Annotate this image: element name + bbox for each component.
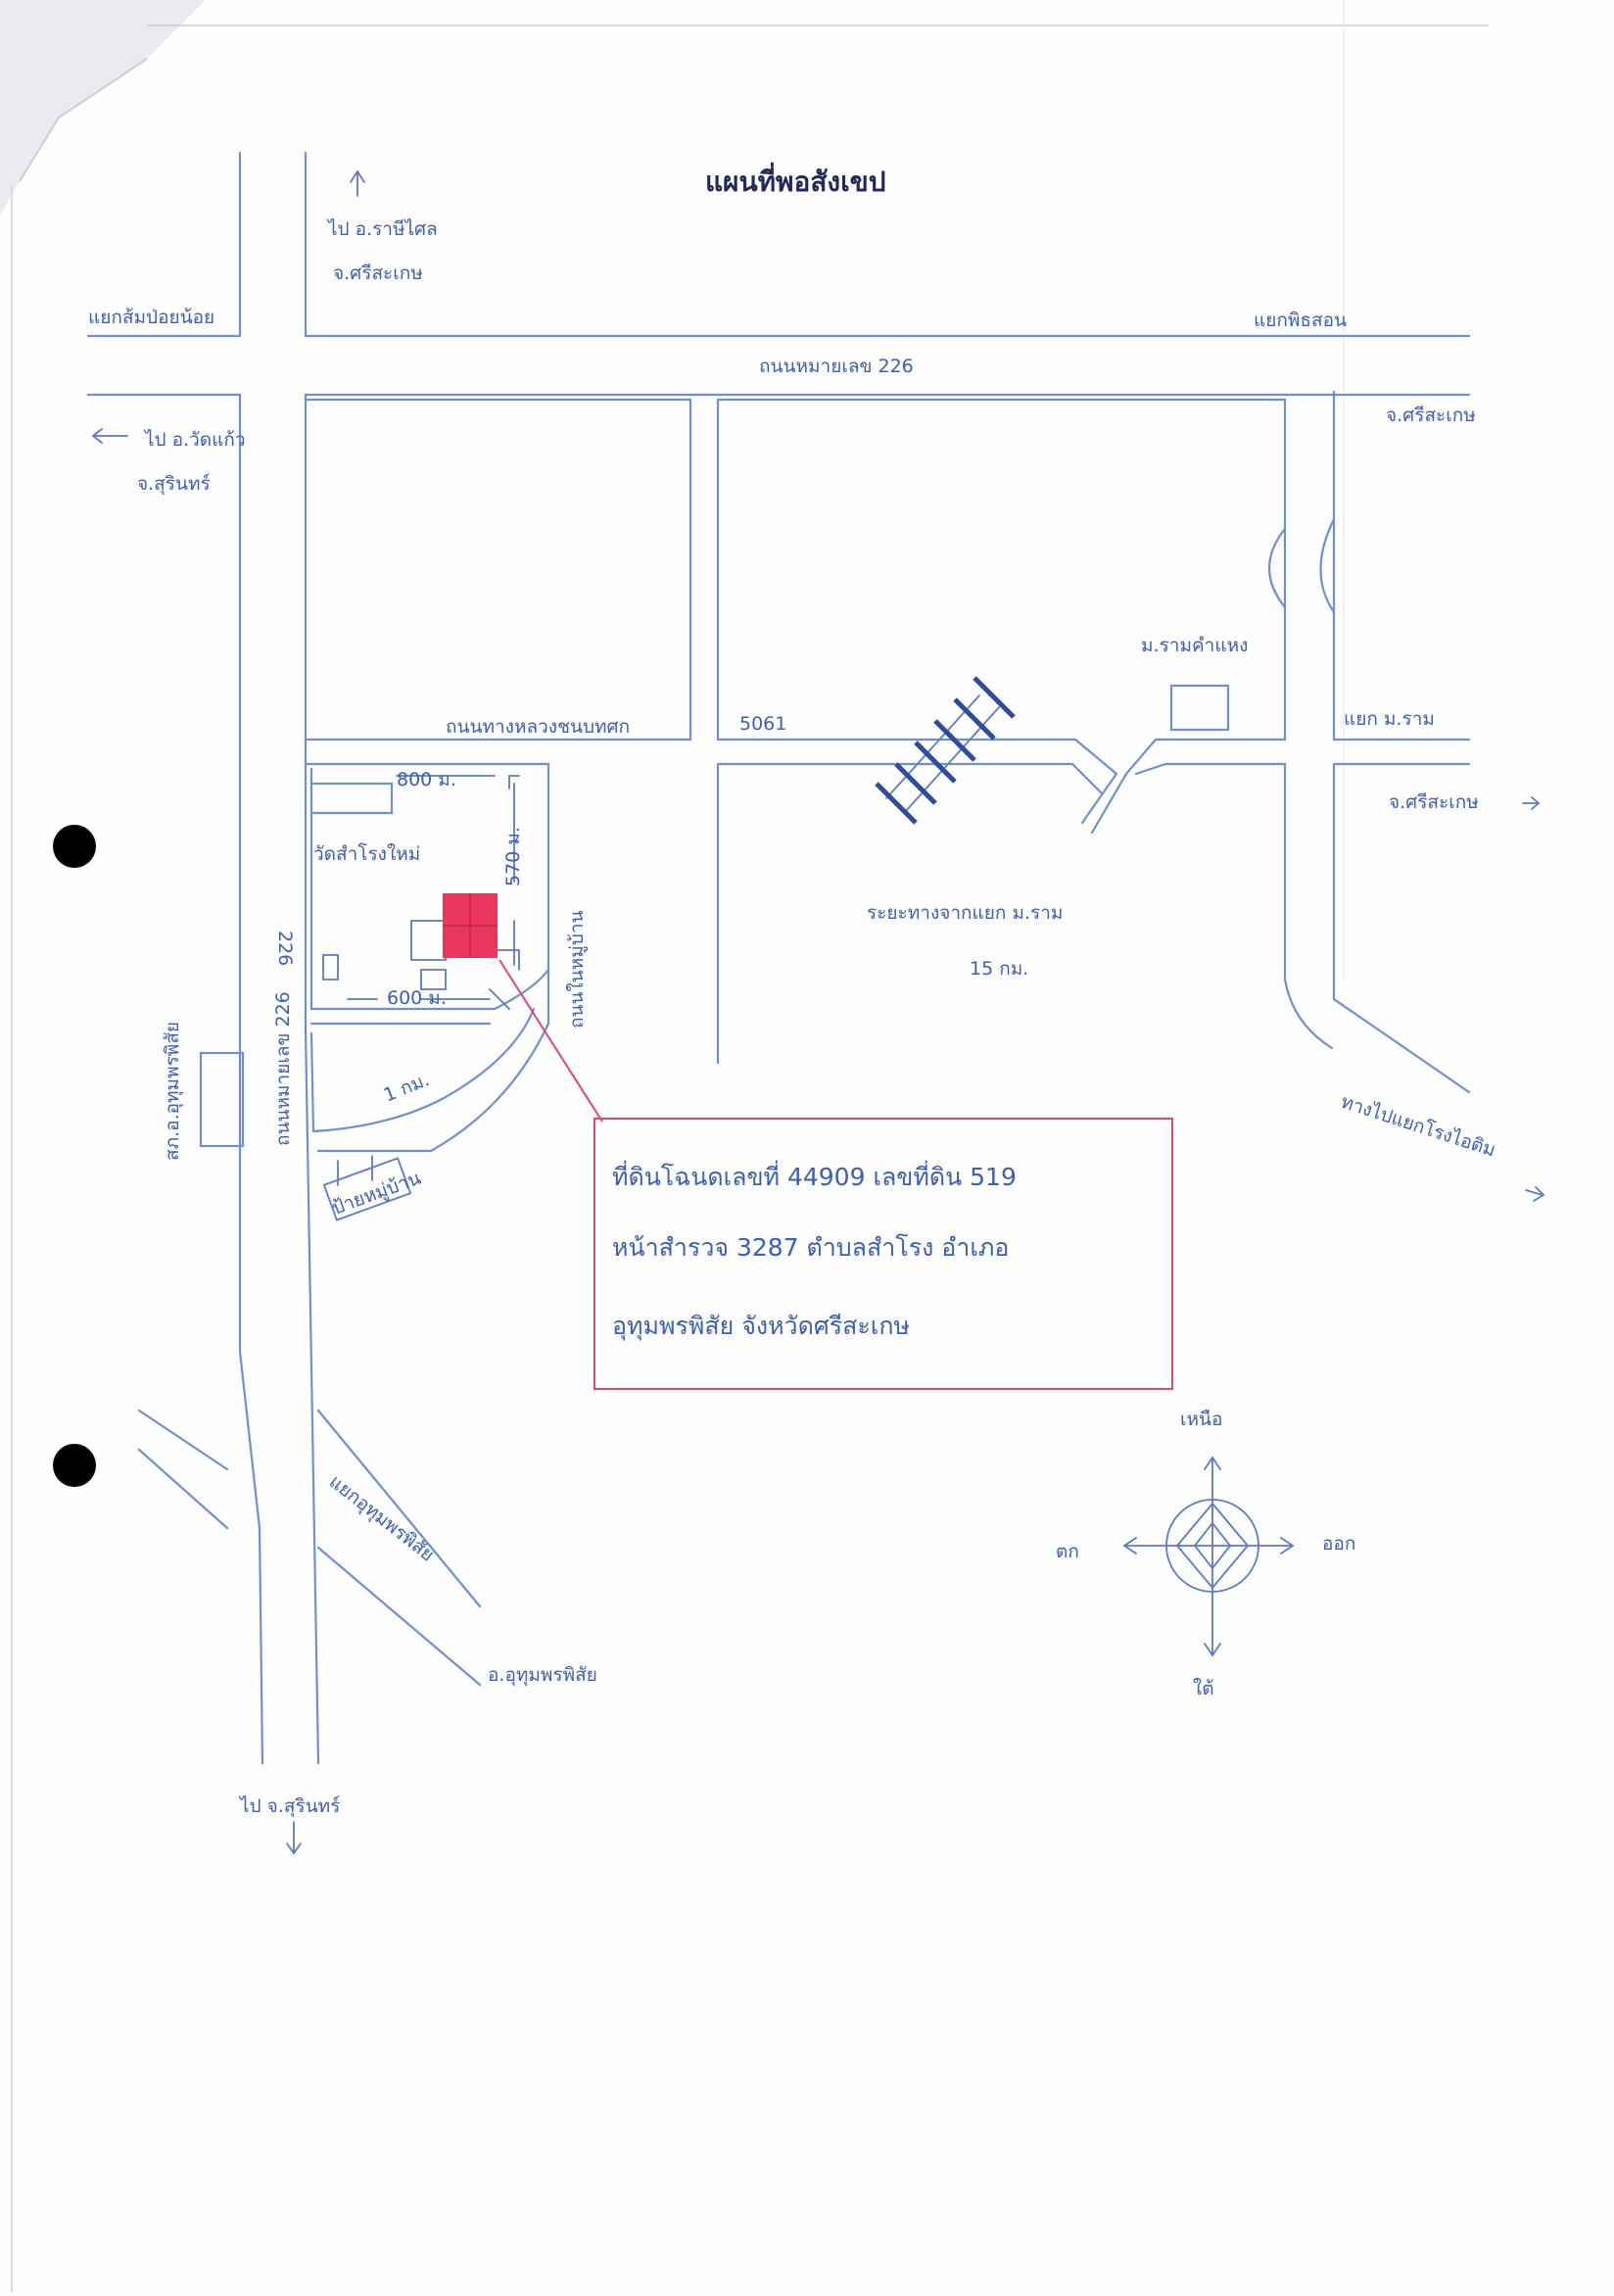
police-station-label: สภ.อ.อุทุมพรพิสัย: [162, 1022, 184, 1161]
block-northeast: [716, 398, 1287, 741]
junction-east-label: แยก ม.ราม: [1344, 708, 1435, 730]
dist-curve: 1 กม.: [381, 1069, 433, 1106]
leader-line: [498, 959, 603, 1123]
junction-top-right: แยกพิธสอน: [1254, 310, 1347, 331]
small-building: [322, 954, 339, 981]
road-southwest: [137, 1409, 229, 1530]
west-direction-line1: ไป อ.วัดแก้ว: [143, 429, 246, 451]
railway-icon: [875, 676, 1016, 825]
temple-outline: [311, 782, 394, 815]
land-info-line1: ที่ดินโฉนดเลขที่ 44909 เลขที่ดิน 519: [612, 1160, 1017, 1191]
north-arrow-icon: [350, 169, 365, 197]
east-arrow-icon: [1522, 796, 1541, 810]
highway-226-top-edge: [86, 151, 1471, 338]
village-road-label: ถนนในหมู่บ้าน: [566, 910, 588, 1028]
east-arrow-icon: [1525, 1186, 1545, 1202]
temple-label: วัดสำโรงใหม่: [313, 842, 420, 865]
dist-bottom: 600 ม.: [387, 987, 447, 1009]
top-direction-line1: ไป อ.ราษีไศล: [326, 218, 438, 240]
map-title: แผนที่พอสังเขป: [705, 162, 886, 198]
roundabout-left: [1267, 527, 1287, 609]
road-southeast: [316, 1409, 482, 1687]
folded-corner: [0, 0, 206, 215]
curve-road-outer: [316, 1022, 550, 1153]
dist-right: 570 ม.: [502, 827, 524, 886]
distance-note-line1: ระยะทางจากแยก ม.ราม: [867, 902, 1063, 924]
compass-rose-icon: [1122, 1456, 1295, 1657]
south-arrow-icon: [286, 1821, 302, 1855]
corner-crease: [19, 58, 148, 182]
dist-top: 800 ม.: [397, 769, 456, 790]
land-info-line3: อุทุมพรพิสัย จังหวัดศรีสะเกษ: [612, 1312, 910, 1341]
highway-left-edge: [238, 393, 264, 1765]
west-arrow-icon: [91, 428, 128, 444]
school-building: [1169, 684, 1230, 732]
compass-south: ใต้: [1193, 1678, 1214, 1699]
small-buildings: [410, 920, 520, 1010]
road-5061-lower: [304, 762, 1471, 1094]
distance-note-line2: 15 กม.: [970, 958, 1028, 980]
highway-226-vertical-label: ถนนหมายเลข 226: [272, 991, 294, 1146]
east-direction-mid: จ.ศรีสะเกษ: [1389, 791, 1479, 813]
south-direction-label: ไป จ.สุรินทร์: [238, 1795, 340, 1818]
land-plot-grid: [443, 893, 498, 958]
land-info-line2: หน้าสำรวจ 3287 ตำบลสำโรง อำเภอ: [612, 1233, 1009, 1262]
compass-north: เหนือ: [1180, 1409, 1222, 1430]
compass-east: ออก: [1322, 1533, 1355, 1555]
land-info-box: [593, 1118, 1173, 1390]
junction-ne-diag-label: ทางไปแยกโรงไอติม: [1338, 1090, 1498, 1162]
binder-hole: [53, 825, 96, 868]
fork-diagonal: [1073, 738, 1158, 835]
highway-right-edge: [304, 393, 320, 1765]
curve-road: [309, 1007, 536, 1133]
rural-road-label: ถนนทางหลวงชนบทศก: [446, 716, 630, 738]
highway-226-vertical-num: 226: [274, 931, 296, 966]
east-direction-top: จ.ศรีสะเกษ: [1386, 405, 1476, 426]
inner-lane: [309, 767, 550, 1026]
school-label: ม.รามคำแหง: [1141, 635, 1248, 656]
binder-hole: [53, 1444, 96, 1487]
dimension-800: [396, 775, 520, 789]
highway-226-top-label: ถนนหมายเลข 226: [759, 356, 914, 377]
compass-west: ตก: [1056, 1541, 1079, 1562]
police-building: [199, 1051, 245, 1148]
village-sign-icon: [322, 1155, 412, 1221]
west-direction-line2: จ.สุรินทร์: [137, 473, 211, 496]
junction-top-left: แยกส้มป่อยน้อย: [88, 307, 214, 328]
top-direction-line2: จ.ศรีสะเกษ: [333, 263, 423, 284]
block-east: [1332, 390, 1471, 741]
road-5061-label: 5061: [739, 713, 786, 735]
roundabout-right: [1319, 517, 1336, 614]
district-bottom-label: อ.อุทุมพรพิสัย: [488, 1664, 597, 1687]
block-northwest: [304, 398, 692, 741]
